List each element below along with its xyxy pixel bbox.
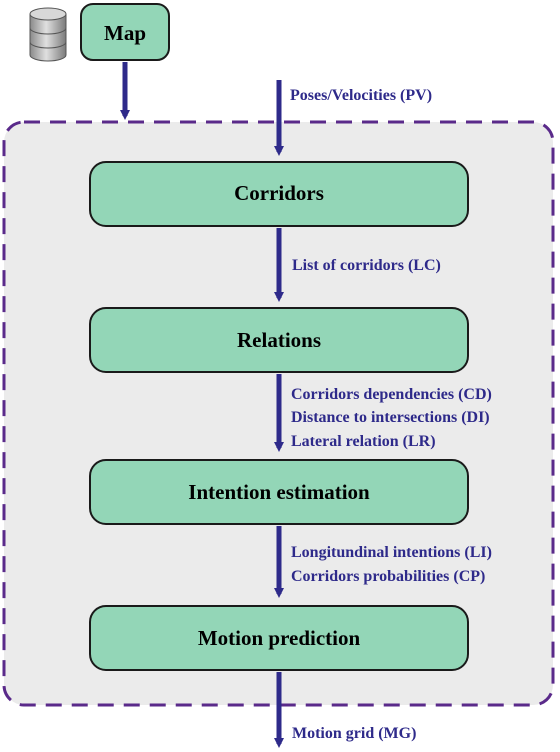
motion-prediction-box: Motion prediction — [89, 605, 469, 671]
di-label: Distance to intersections (DI) — [291, 409, 490, 426]
intention-estimation-box: Intention estimation — [89, 459, 469, 525]
map-box: Map — [80, 3, 170, 61]
pv-label: Poses/Velocities (PV) — [290, 87, 432, 104]
database-icon — [29, 7, 67, 62]
cp-label: Corridors probabilities (CP) — [291, 568, 485, 585]
lc-label: List of corridors (LC) — [292, 257, 441, 274]
intention-estimation-label: Intention estimation — [188, 480, 370, 504]
relations-box: Relations — [89, 307, 469, 373]
mg-label: Motion grid (MG) — [292, 725, 416, 742]
li-label: Longitundinal intentions (LI) — [291, 544, 492, 561]
lr-label: Lateral relation (LR) — [291, 433, 436, 450]
cd-label: Corridors dependencies (CD) — [291, 386, 492, 403]
relations-label: Relations — [237, 328, 321, 352]
corridors-box: Corridors — [89, 161, 469, 227]
motion-prediction-label: Motion prediction — [198, 626, 361, 650]
map-label: Map — [104, 21, 146, 45]
corridors-label: Corridors — [234, 181, 324, 205]
